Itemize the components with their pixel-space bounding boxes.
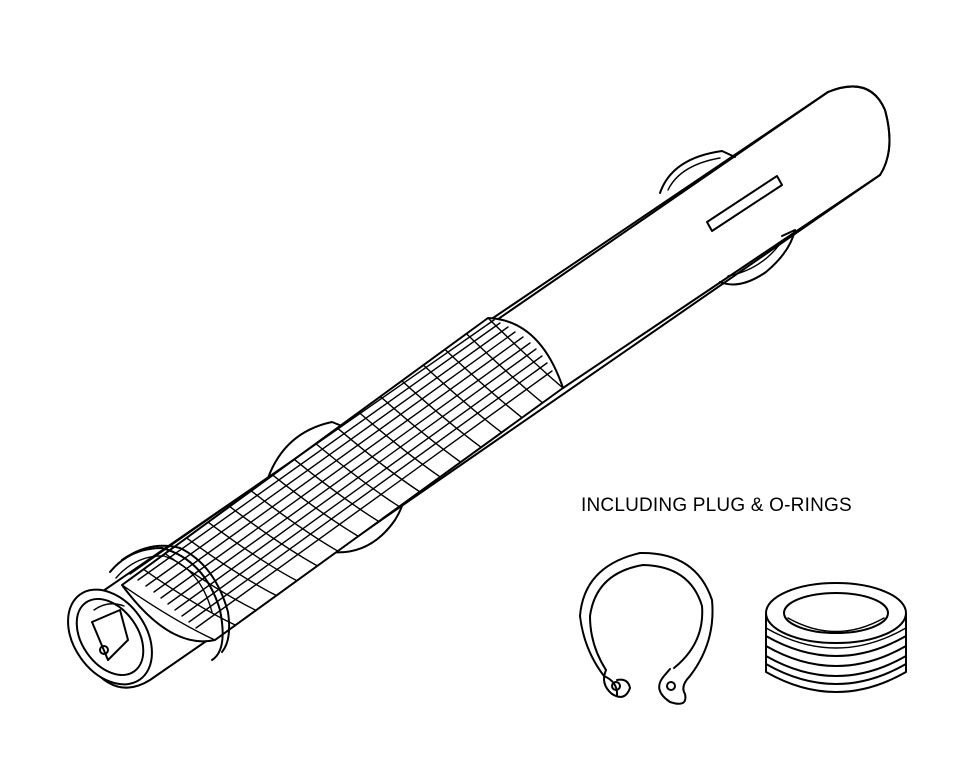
cage-rib [465,333,544,404]
tube-bottom-end [67,588,153,686]
middle-o-ring [267,421,353,479]
cage-rib [293,458,380,523]
components-caption: INCLUDING PLUG & O-RINGS [581,495,852,516]
plug-drawing [765,582,907,693]
tube-top-end [827,85,891,176]
cage-rib [142,568,237,626]
cage-rib [185,537,278,597]
cage-rib [487,317,564,389]
cage-rib [207,521,298,582]
dryer-cartridge [67,85,891,689]
cage-rib [228,505,319,567]
circlip-outer [579,551,714,705]
circlip-inner [589,564,704,671]
lower-o-ring-2 [121,544,231,653]
cage-rib [250,490,339,552]
cage-rib [379,395,462,463]
cage-rib [401,380,482,448]
cage-rib [121,584,216,641]
circlip-drawing [579,551,714,705]
cage-rib [358,411,441,478]
plug-inner-rim [783,592,889,634]
upper-o-ring [659,150,736,194]
plug-o-ring-1 [765,635,907,657]
circlip-hole-left [611,681,621,691]
filter-cage [121,317,564,643]
circlip-hole-right [666,681,676,691]
cage-rib [444,348,523,419]
plug-o-ring-2 [765,655,907,677]
tube-slot [706,175,783,232]
cage-rib [315,442,400,508]
cage-rib [422,364,503,434]
cage-rib [272,474,359,537]
cage-rib [336,427,421,493]
